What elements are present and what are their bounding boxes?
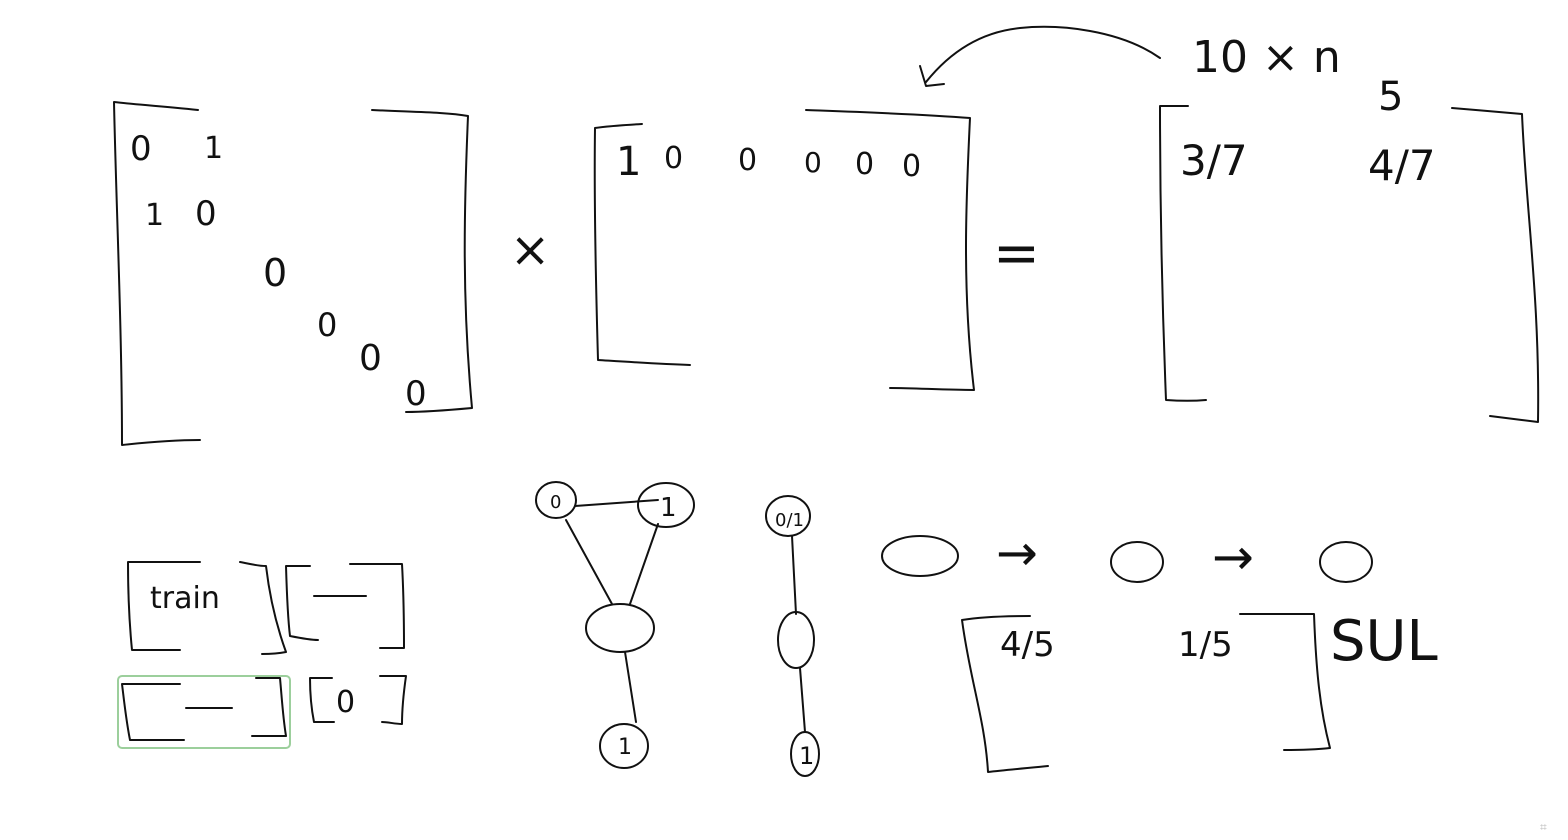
train-left-bracket: [127, 561, 201, 651]
graph-a-node: [599, 723, 649, 769]
bottom-right-right-bracket: [1239, 613, 1331, 751]
graph-b: 0/1 1: [765, 495, 820, 777]
graph-a-edge: [574, 499, 659, 507]
matrix-b: 1 0 0 0 0 0: [593, 109, 975, 391]
result-dimension-label: 10 × n: [1192, 32, 1341, 83]
graph-b-node-label: 1: [799, 742, 814, 770]
graph-a: 0 1 1: [535, 481, 695, 769]
lower-right-bracket: [251, 677, 287, 737]
matrix-b-entry: 0: [902, 149, 921, 184]
matrix-a-entry: 1: [145, 198, 164, 233]
matrix-a-entry: 1: [204, 131, 223, 166]
small-matrix-bottom-right: 0: [309, 674, 407, 725]
matrix-a-entry: 0: [317, 306, 337, 344]
graph-b-node: [765, 495, 811, 537]
matrix-b-right-bracket: [805, 109, 975, 391]
small-matrix-left-bracket: [285, 565, 319, 641]
graph-a-edge: [565, 519, 613, 605]
train-right-bracket: [239, 561, 287, 655]
dimension-arrow: [925, 25, 1161, 83]
expand-corner-icon[interactable]: ⌗: [1540, 820, 1547, 834]
result-matrix: 3/7 4/7: [1159, 105, 1540, 423]
result-entry: 4/7: [1368, 141, 1436, 190]
graph-a-edge: [624, 651, 637, 723]
bottom-right-matrix: 4/5 1/5: [961, 613, 1331, 773]
graph-b-node: [790, 731, 820, 777]
chain: → →: [881, 524, 1373, 586]
bottom-right-left-bracket: [961, 615, 1049, 773]
result-columns-label: 5: [1378, 74, 1403, 120]
zero-matrix-right-bracket: [379, 674, 407, 725]
matrix-b-left-bracket: [593, 123, 691, 366]
small-matrix-top-right: [285, 562, 405, 649]
dimension-arrow-head: [919, 65, 945, 87]
chain-node: [1319, 541, 1373, 583]
graph-b-node: [777, 611, 815, 669]
graph-a-node: [637, 482, 695, 528]
result-right-bracket: [1451, 107, 1540, 423]
chain-arrow: →: [1212, 528, 1254, 586]
matrix-a: 0 1 1 0 0 0 0 0: [113, 101, 473, 446]
result-left-bracket: [1159, 105, 1207, 402]
graph-a-node-label: 1: [618, 735, 632, 760]
chain-arrow: →: [996, 524, 1038, 582]
small-matrix-right-bracket: [349, 562, 405, 649]
zero-matrix-entry: 0: [336, 685, 355, 720]
side-note: SUL: [1330, 609, 1438, 674]
matrix-b-entry: 0: [804, 146, 822, 179]
small-matrix-bottom-left: [117, 675, 291, 749]
train-label: train: [150, 581, 220, 616]
result-entry: 3/7: [1180, 136, 1248, 185]
matrix-b-entry: 0: [855, 147, 874, 182]
graph-a-node-label: 1: [660, 493, 677, 523]
bottom-right-entry: 1/5: [1178, 625, 1233, 665]
matrix-b-entry: 0: [738, 143, 757, 178]
matrix-a-entry: 0: [359, 338, 382, 379]
matrix-a-left-bracket: [113, 101, 201, 446]
matrix-a-entry: 0: [195, 194, 217, 234]
graph-a-node: [535, 481, 577, 519]
equals-symbol: =: [993, 221, 1040, 286]
graph-b-edge: [791, 535, 797, 615]
chain-node: [881, 535, 959, 577]
graph-a-node: [585, 603, 655, 653]
bottom-right-entry: 4/5: [1000, 625, 1055, 665]
graph-b-node-label: 0/1: [775, 510, 804, 531]
matrix-a-right-bracket: [371, 109, 473, 413]
selection-highlight[interactable]: [117, 675, 291, 749]
train-block: train: [127, 561, 287, 655]
chain-node: [1110, 541, 1164, 583]
matrix-a-entry: 0: [130, 129, 152, 169]
matrix-a-entry: 0: [405, 374, 427, 414]
graph-a-edge: [629, 523, 659, 605]
matrix-b-entry: 0: [664, 141, 683, 176]
times-symbol: ×: [510, 222, 550, 278]
zero-matrix-left-bracket: [309, 677, 335, 723]
lower-left-bracket: [121, 683, 185, 742]
matrix-a-entry: 0: [263, 251, 287, 295]
matrix-b-entry: 1: [616, 139, 641, 185]
graph-b-edge: [799, 667, 806, 733]
graph-a-node-label: 0: [550, 492, 561, 513]
